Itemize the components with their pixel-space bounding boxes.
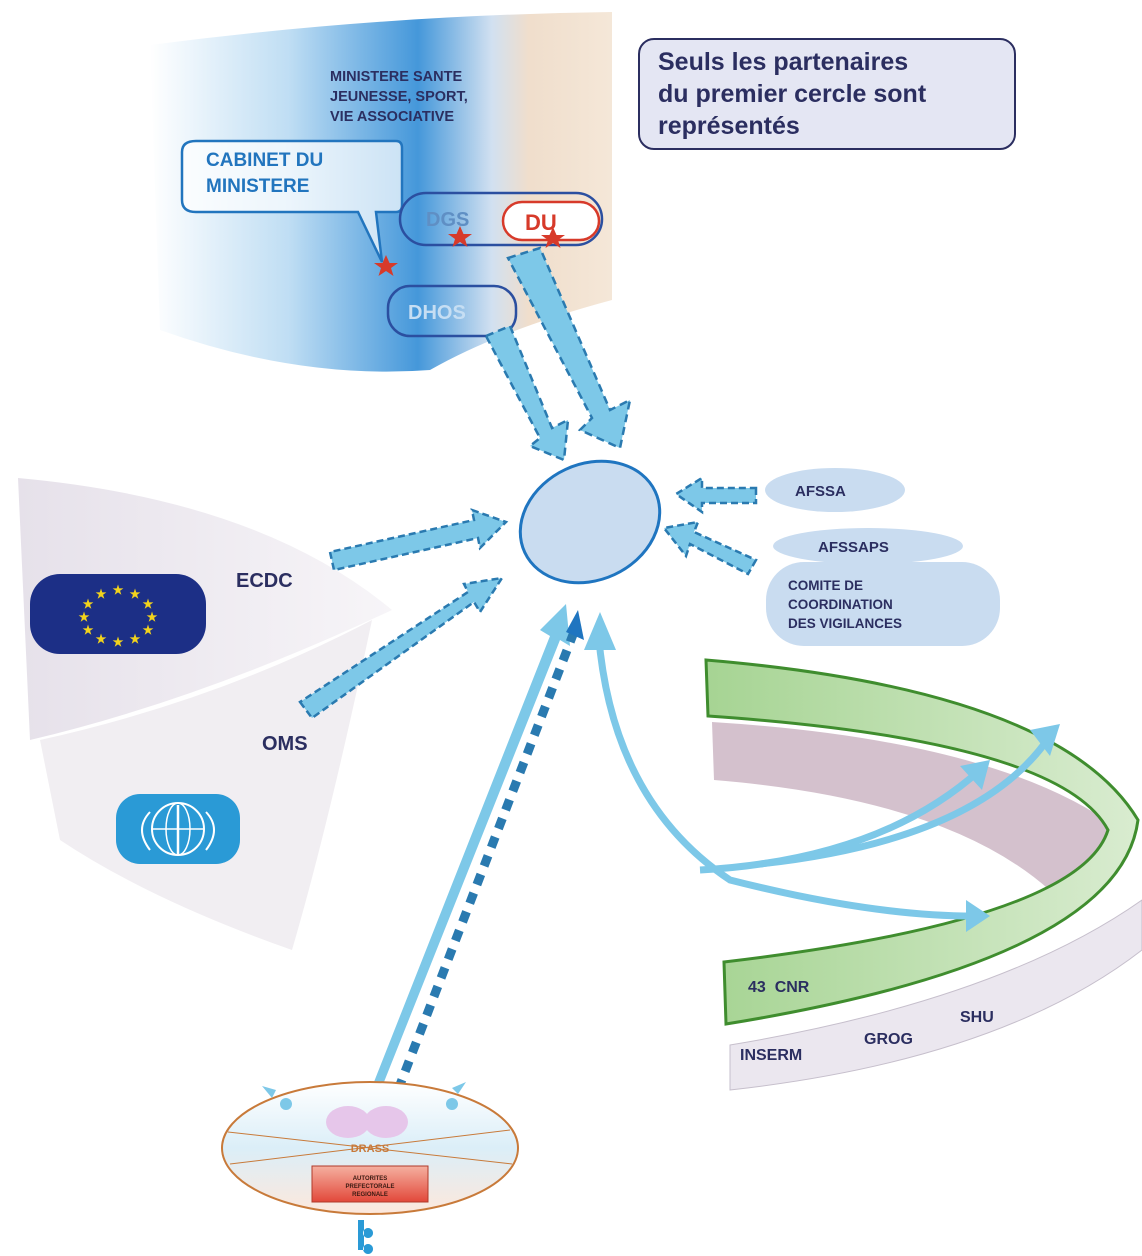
ecdc-label: ECDC: [236, 570, 293, 592]
arrow-network-branch-1-head: [960, 760, 990, 790]
arrow-network-branch-1: [699, 767, 983, 874]
svg-text:★: ★: [113, 583, 124, 597]
cabinet-label-line1: CABINET DU: [206, 150, 323, 171]
svg-text:★: ★: [143, 623, 154, 637]
svg-text:★: ★: [79, 610, 90, 624]
dotted-link-drass-centre: [393, 630, 579, 1092]
oms-label: OMS: [262, 733, 308, 755]
ministry-title-line3: VIE ASSOCIATIVE: [330, 109, 454, 125]
svg-text:★: ★: [83, 597, 94, 611]
cnr-label: 43 CNR: [748, 979, 810, 996]
arrow-oms-to-centre: [298, 576, 505, 720]
arrow-afssa-to-centre: [673, 475, 758, 515]
ministry-title-line1: MINISTERE SANTE: [330, 69, 462, 85]
network-band-green: [704, 658, 1140, 1026]
arrow-afssaps-to-centre: [661, 520, 758, 576]
comite-label-line3: DES VIGILANCES: [788, 616, 902, 631]
star-icon: [541, 227, 565, 248]
regional-diagram: [221, 1081, 519, 1215]
arrow-network-branch-2-head: [1030, 724, 1060, 756]
svg-text:★: ★: [130, 632, 141, 646]
svg-text:★: ★: [83, 623, 94, 637]
dgs-box[interactable]: [398, 191, 604, 247]
svg-text:★: ★: [96, 587, 107, 601]
region-bottom-marker: [358, 1220, 374, 1254]
dgs-label: DGS: [426, 209, 469, 231]
dhos-box[interactable]: [386, 284, 518, 338]
arrow-drass-to-centre: [370, 604, 570, 1092]
svg-text:★: ★: [143, 597, 154, 611]
shu-label: SHU: [960, 1009, 994, 1026]
afssaps-node[interactable]: [773, 528, 963, 564]
svg-text:★: ★: [96, 632, 107, 646]
network-band-white: [729, 899, 1142, 1091]
cabinet-box: [180, 139, 404, 263]
grog-label: GROG: [864, 1031, 913, 1048]
authority-label-line1: AUTORITES: [353, 1176, 388, 1182]
arrow-centre-to-network: [594, 627, 985, 920]
arrow-centre-to-network-head: [584, 612, 616, 650]
arrow-dhos-to-centre: [484, 324, 570, 462]
comite-label-line2: COORDINATION: [788, 597, 893, 612]
dhos-label: DHOS: [408, 302, 466, 324]
comite-label-line1: COMITE DE: [788, 578, 863, 593]
representation-note: Seuls les partenaires du premier cercle …: [638, 38, 1016, 150]
svg-text:★: ★: [130, 587, 141, 601]
arrow-dgs-to-centre: [506, 246, 632, 450]
afssa-node[interactable]: [765, 468, 905, 512]
authority-label-line3: REGIONALE: [352, 1192, 388, 1198]
afssa-label: AFSSA: [795, 483, 846, 500]
star-icon: [374, 255, 398, 276]
eu-flag-icon: ★★★ ★★★ ★★★ ★★★: [30, 574, 206, 654]
note-line3: représentés: [658, 112, 800, 140]
note-line2: du premier cercle sont: [658, 80, 927, 108]
comite-node[interactable]: [766, 562, 1000, 646]
svg-text:★: ★: [113, 635, 124, 649]
svg-text:★: ★: [147, 610, 158, 624]
dotted-link-head: [566, 610, 584, 640]
cabinet-label-line2: MINISTERE: [206, 176, 309, 197]
afssaps-label: AFSSAPS: [818, 539, 889, 556]
star-icon: [448, 226, 472, 247]
arrow-network-cnr-head: [966, 900, 990, 932]
ministry-title-line2: JEUNESSE, SPORT,: [330, 89, 468, 105]
note-line1: Seuls les partenaires: [658, 48, 909, 76]
inserm-label: INSERM: [740, 1047, 802, 1064]
arrow-ecdc-to-centre: [328, 508, 509, 572]
who-emblem-icon: [116, 794, 240, 864]
central-node[interactable]: [500, 439, 680, 605]
authority-label-line2: PREFECTORALE: [346, 1184, 395, 1190]
international-sector-bottom: [40, 620, 372, 950]
arrow-network-branch-2: [759, 734, 1053, 868]
network-band-pink: [712, 722, 1120, 900]
drass-label: DRASS: [351, 1143, 390, 1155]
